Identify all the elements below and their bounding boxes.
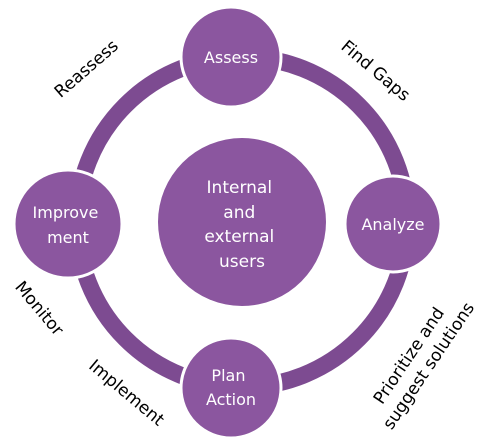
node-assess-label-line: Assess <box>204 48 258 67</box>
center-label-line: Internal <box>207 178 273 198</box>
node-analyze-label: Analyze <box>361 215 424 234</box>
center-label: Internal and external users <box>204 178 279 272</box>
center-label-line: external <box>204 227 274 247</box>
node-plan-action-circle <box>179 336 283 440</box>
edge-label-monitor: Monitor <box>10 278 67 340</box>
node-improvement-label: Improve ment <box>33 203 104 247</box>
node-analyze: Analyze <box>343 174 443 274</box>
center-circle <box>158 138 326 306</box>
node-improvement-label-line: ment <box>47 228 89 247</box>
node-improvement-label-line: Improve <box>33 203 99 222</box>
node-plan-action: Plan Action <box>179 336 283 440</box>
node-analyze-circle <box>343 174 443 274</box>
center-label-line: and <box>223 203 255 223</box>
node-assess-circle <box>179 5 283 109</box>
node-assess-label: Assess <box>204 48 258 67</box>
center-node: Internal and external users <box>158 138 326 306</box>
node-plan-action-label: Plan Action <box>206 366 256 409</box>
edge-label-reassess: Reassess <box>51 36 123 102</box>
node-assess: Assess <box>179 5 283 109</box>
node-analyze-label-line: Analyze <box>361 215 424 234</box>
node-improvement-circle <box>12 168 124 280</box>
node-plan-action-label-line: Plan <box>211 366 245 385</box>
node-plan-action-label-line: Action <box>206 390 256 409</box>
center-label-line: users <box>219 252 265 272</box>
node-improvement: Improve ment <box>12 168 124 280</box>
